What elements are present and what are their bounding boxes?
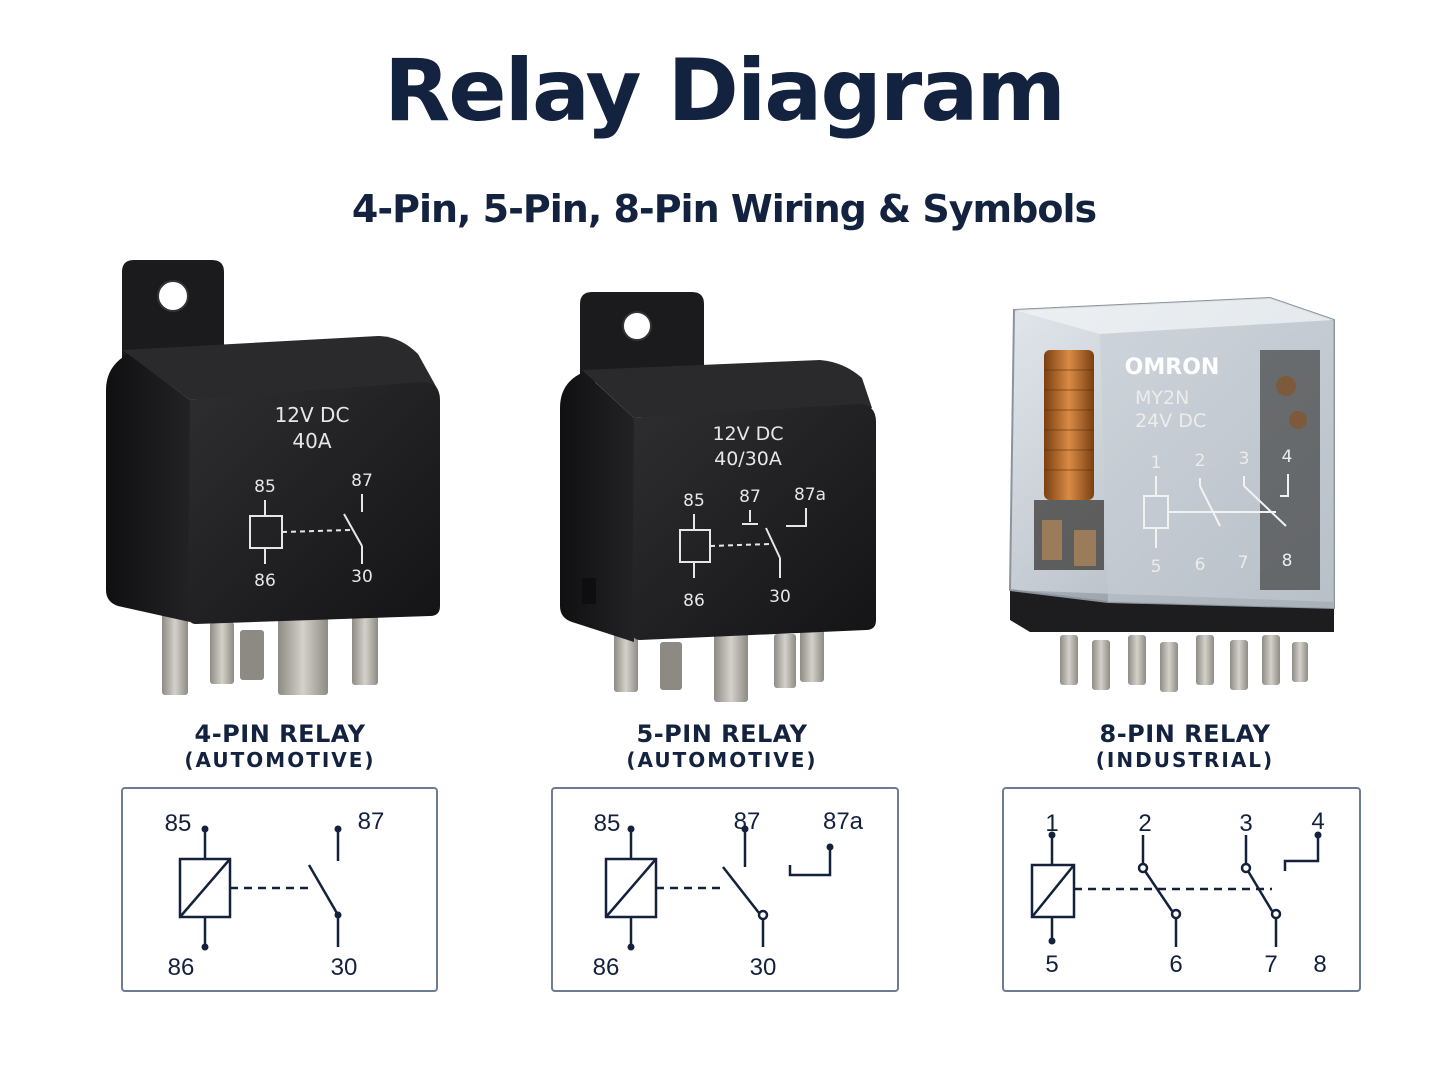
relay-5pin-name: 5-PIN RELAY <box>636 720 808 748</box>
pin-3-label: 3 <box>1239 810 1252 837</box>
relay-8pin-brand: OMRON <box>1125 355 1220 380</box>
relay-4pin-label: 4-PIN RELAY (AUTOMOTIVE) <box>80 722 480 770</box>
relay-8pin-photo-pin: 8 <box>1282 551 1293 571</box>
relay-5pin-photo-pin: 87a <box>794 485 826 505</box>
pin-85-label: 85 <box>594 810 621 837</box>
relay-4pin-photo-pin: 86 <box>254 571 276 591</box>
relay-4pin-voltage: 12V DC <box>275 403 350 427</box>
relay-8pin-label: 8-PIN RELAY (INDUSTRIAL) <box>985 722 1385 770</box>
relay-8pin-schematic: 1 2 3 4 5 6 7 8 <box>1002 787 1361 992</box>
relay-8pin-photo-pin: 7 <box>1238 553 1249 573</box>
relay-4pin-photo-pin: 87 <box>351 471 373 491</box>
relay-8pin-photo-pin: 4 <box>1282 447 1293 467</box>
pin-2-label: 2 <box>1138 810 1151 837</box>
pin-85-label: 85 <box>165 810 192 837</box>
relay-8pin-photo: OMRON MY2N 24V DC 1 2 3 4 5 6 7 8 <box>1008 296 1335 692</box>
pin-87-label: 87 <box>734 808 761 835</box>
relay-5pin-photo-pin: 85 <box>683 491 705 511</box>
pin-87a-label: 87a <box>823 808 864 835</box>
relay-4pin-photo: 12V DC 40A 85 87 86 30 <box>106 260 440 695</box>
pin-30-label: 30 <box>331 954 358 981</box>
relay-8pin-model: MY2N <box>1135 387 1189 409</box>
relay-8pin-photo-pin: 5 <box>1151 557 1162 577</box>
relay-8pin-name: 8-PIN RELAY <box>1099 720 1271 748</box>
relay-5pin-voltage: 12V DC <box>712 423 783 445</box>
relay-4pin-photo-pin: 30 <box>351 567 373 587</box>
relay-5pin-current: 40/30A <box>714 448 782 470</box>
pin-86-label: 86 <box>168 954 195 981</box>
relay-5pin-type: (AUTOMOTIVE) <box>626 748 818 772</box>
pin-5-label: 5 <box>1045 951 1058 978</box>
page-title: Relay Diagram <box>384 41 1066 141</box>
pin-7-label: 7 <box>1264 951 1277 978</box>
pin-4-label: 4 <box>1311 808 1324 835</box>
page-subtitle: 4-Pin, 5-Pin, 8-Pin Wiring & Symbols <box>351 187 1097 231</box>
relay-8pin-photo-pin: 2 <box>1195 451 1206 471</box>
relay-8pin-photo-pin: 3 <box>1239 449 1250 469</box>
relay-4pin-photo-pin: 85 <box>254 477 276 497</box>
relay-5pin-schematic: 85 86 87 87a 30 <box>551 787 899 992</box>
relay-5pin-photo: 12V DC 40/30A 85 87 87a 86 30 <box>560 292 876 702</box>
relay-4pin-name: 4-PIN RELAY <box>194 720 366 748</box>
relay-8pin-voltage: 24V DC <box>1135 410 1206 432</box>
relay-5pin-photo-pin: 87 <box>739 487 761 507</box>
pin-30-label: 30 <box>750 954 777 981</box>
relay-8pin-photo-pin: 1 <box>1151 453 1162 473</box>
pin-6-label: 6 <box>1169 951 1182 978</box>
pin-86-label: 86 <box>593 954 620 981</box>
relay-4pin-type: (AUTOMOTIVE) <box>184 748 376 772</box>
relay-5pin-photo-pin: 86 <box>683 591 705 611</box>
relay-4pin-current: 40A <box>292 429 331 453</box>
relay-5pin-photo-pin: 30 <box>769 587 791 607</box>
relay-4pin-schematic: 85 86 87 30 <box>121 787 438 992</box>
pin-8-label: 8 <box>1313 951 1326 978</box>
relay-8pin-type: (INDUSTRIAL) <box>1095 748 1275 772</box>
relay-8pin-photo-pin: 6 <box>1195 555 1206 575</box>
pin-87-label: 87 <box>358 808 385 835</box>
pin-1-label: 1 <box>1045 810 1058 837</box>
relay-5pin-label: 5-PIN RELAY (AUTOMOTIVE) <box>522 722 922 770</box>
